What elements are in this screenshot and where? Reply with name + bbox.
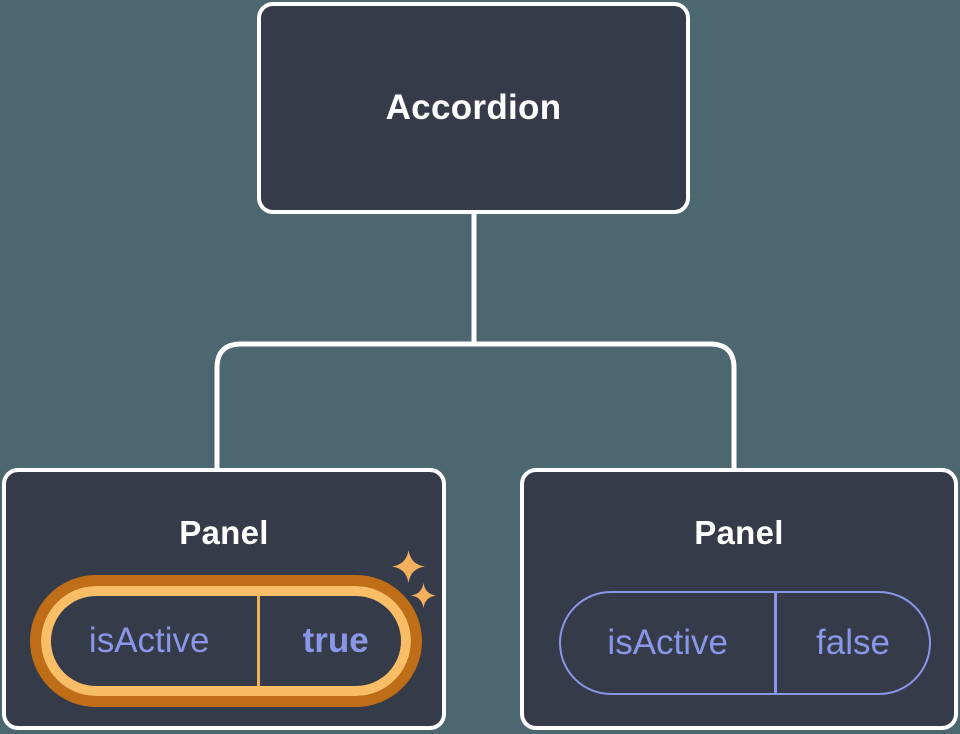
state-pill-inactive: isActive false [559, 591, 931, 695]
state-name-label: isActive [607, 623, 729, 662]
state-value-label: true [302, 621, 369, 660]
accordion-node: Accordion [257, 2, 690, 214]
state-name-label: isActive [88, 621, 210, 660]
panel-node-inactive: Panel isActive false [520, 468, 958, 730]
sparkle-small-icon [411, 583, 436, 608]
panel-title: Panel [694, 514, 784, 551]
panel-title: Panel [179, 514, 269, 551]
state-pill-active: isActive true [30, 575, 422, 707]
accordion-node-label: Accordion [385, 88, 562, 127]
state-value-label: false [816, 623, 890, 662]
pill-divider [774, 593, 777, 693]
sparkle-large-icon [392, 550, 425, 583]
panel-node-active: Panel isActive true [2, 468, 446, 730]
pill-divider [257, 596, 261, 686]
